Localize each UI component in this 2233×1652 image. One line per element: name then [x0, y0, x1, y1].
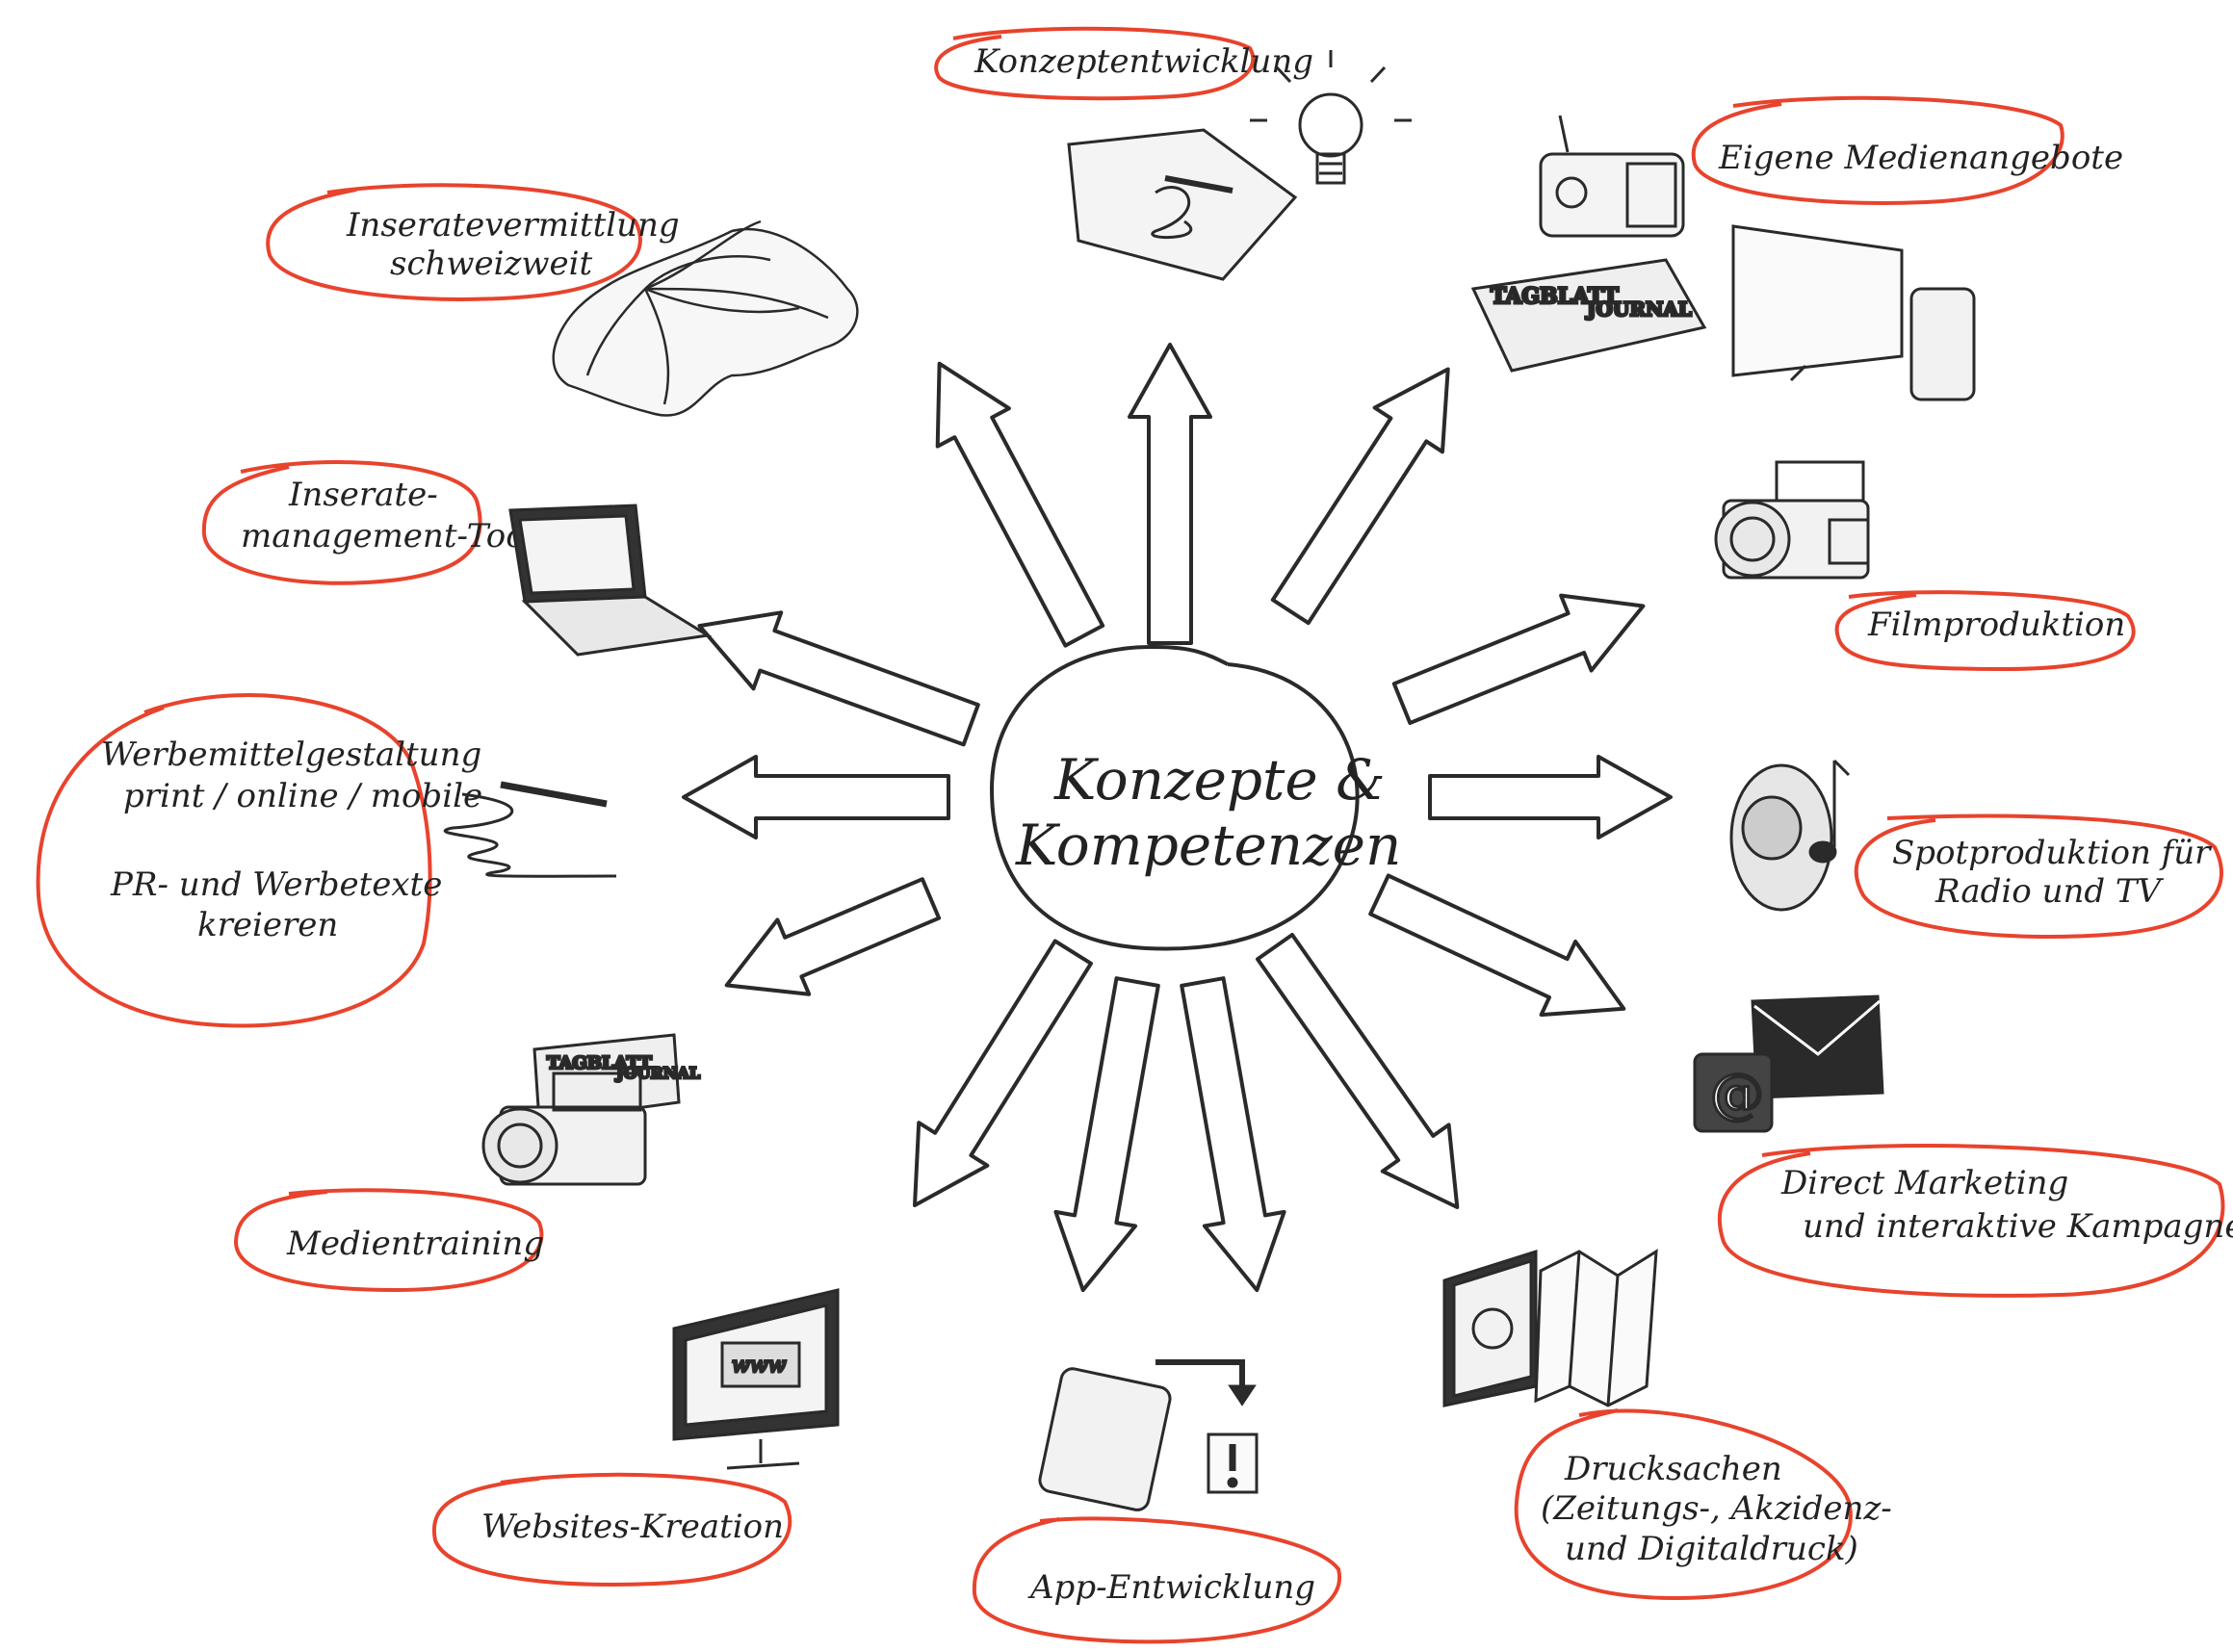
arrow-5 — [1368, 873, 1626, 1018]
newspaper-masthead: TAGBLATT — [1491, 284, 1620, 309]
node-label-line-1: Werbemittelgestaltung — [101, 736, 481, 774]
center-title-line-2: Kompetenzen — [1015, 813, 1401, 878]
camera-newspaper-icon: TAGBLATT JOURNAL — [481, 1033, 702, 1186]
node-label-line-2: und interaktive Kampagnen — [1803, 1207, 2233, 1246]
label-ring — [1718, 1144, 2225, 1298]
laptop-icon — [508, 503, 713, 657]
www-label: www — [732, 1354, 787, 1378]
label-ring — [1514, 1408, 1853, 1601]
node-filmproduktion: Filmproduktion — [1714, 460, 2136, 672]
node-label-line-1: Inseratevermittlung — [346, 206, 680, 245]
label-ring — [1854, 813, 2223, 939]
arrows — [682, 343, 1673, 1293]
radio-newspaper-tv-phone-icon: TAGBLATT JOURNAL — [1470, 115, 1976, 401]
label-ring — [201, 460, 482, 585]
pen-scribble-icon — [443, 781, 617, 878]
envelope-at-icon: @ — [1693, 994, 1884, 1133]
label-ring — [36, 693, 432, 1028]
label-ring — [1834, 590, 2136, 672]
label-ring — [972, 1516, 1342, 1644]
arrow-11 — [682, 755, 950, 839]
arrow-7 — [1180, 976, 1286, 1293]
center-node: Konzepte & Kompetenzen — [989, 644, 1401, 951]
smartphone-alert-icon — [1038, 1359, 1259, 1511]
node-label-line-1: Direct Marketing — [1780, 1164, 2068, 1202]
arrow-10 — [724, 877, 942, 996]
arrow-9 — [913, 939, 1093, 1207]
node-medientraining: Medientraining TAGBLATT JOURNAL — [233, 1033, 702, 1293]
arrow-2 — [1270, 367, 1450, 626]
node-spotproduktion: Spotproduktion für Radio und TV — [1729, 759, 2223, 939]
node-label: App-Entwicklung — [1027, 1568, 1315, 1607]
arrow-3 — [1391, 593, 1646, 725]
node-label-line-1: Drucksachen — [1564, 1450, 1782, 1488]
center-circle — [989, 644, 1360, 951]
newspaper-masthead-2: JOURNAL — [614, 1064, 700, 1082]
node-drucksachen: Drucksachen (Zeitungs-, Akzidenz- und Di… — [1442, 1249, 1892, 1601]
arrow-6 — [1256, 933, 1460, 1209]
arrow-13 — [935, 361, 1105, 648]
node-label: Medientraining — [286, 1225, 544, 1263]
book-map-icon — [1442, 1249, 1658, 1407]
node-eigene-medienangebote: Eigene Medienangebote TAGBLATT JOURNAL — [1470, 95, 2123, 401]
node-inseratemanagement: Inserate- management-Tool — [201, 460, 713, 657]
node-label: Websites-Kreation — [481, 1508, 784, 1546]
arrow-1 — [1128, 343, 1212, 645]
node-label: Eigene Medienangebote — [1718, 139, 2123, 177]
node-websites-kreation: Websites-Kreation www — [431, 1288, 840, 1587]
node-label-line-5: kreieren — [197, 906, 338, 944]
label-ring — [431, 1472, 792, 1587]
node-label-line-2: Radio und TV — [1934, 872, 2165, 911]
node-label-line-3: und Digitaldruck) — [1565, 1530, 1858, 1568]
node-label-line-2: management-Tool — [241, 517, 536, 555]
node-label: Filmproduktion — [1867, 606, 2125, 644]
node-label-line-4: PR- und Werbetexte — [110, 865, 442, 904]
node-konzeptentwicklung: Konzeptentwicklung — [934, 26, 1412, 281]
node-label-line-2: print / online / mobile — [123, 777, 482, 815]
arrow-8 — [1053, 976, 1160, 1293]
node-label-line-2: schweizweit — [390, 245, 592, 283]
switzerland-map-icon — [552, 219, 859, 417]
label-ring — [1691, 95, 2064, 205]
arrow-12 — [697, 610, 980, 747]
node-inseratevermittlung: Inseratevermittlung schweizweit — [266, 183, 859, 417]
newspaper-masthead: TAGBLATT — [547, 1053, 652, 1073]
video-camera-icon — [1714, 460, 1870, 580]
node-label: Konzeptentwicklung — [974, 42, 1313, 81]
node-werbemittelgestaltung: Werbemittelgestaltung print / online / m… — [36, 693, 617, 1028]
at-symbol: @ — [1710, 1063, 1764, 1125]
node-app-entwicklung: App-Entwicklung — [972, 1359, 1342, 1644]
speaker-music-note-icon — [1729, 759, 1851, 912]
node-direct-marketing: Direct Marketing und interaktive Kampagn… — [1693, 994, 2233, 1298]
node-label-line-2: (Zeitungs-, Akzidenz- — [1541, 1489, 1892, 1528]
label-ring — [266, 183, 642, 301]
center-title-line-1: Konzepte & — [1053, 747, 1386, 813]
label-ring — [934, 26, 1256, 101]
newspaper-masthead-2: JOURNAL — [1585, 297, 1692, 321]
arrow-4 — [1428, 755, 1673, 839]
label-ring — [233, 1188, 544, 1293]
node-label-line-1: Inserate- — [288, 476, 438, 514]
node-label-line-1: Spotproduktion für — [1892, 834, 2212, 872]
monitor-www-icon: www — [672, 1288, 840, 1470]
lightbulb-notepad-icon — [1067, 50, 1412, 281]
